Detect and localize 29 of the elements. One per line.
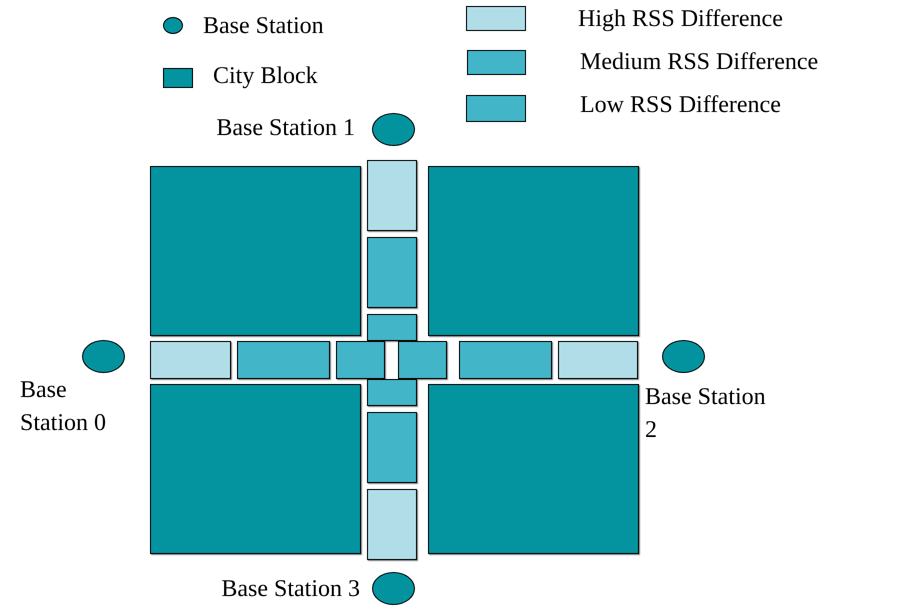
road-segment bbox=[336, 341, 385, 379]
legend-label: City Block bbox=[213, 62, 318, 90]
legend-label: Base Station bbox=[203, 12, 324, 40]
road-segment bbox=[367, 489, 417, 560]
city-block bbox=[428, 166, 639, 336]
base-station-ellipse bbox=[372, 113, 415, 146]
station-label: Base Station 2 bbox=[645, 383, 767, 445]
station-label: Base Station 3 bbox=[220, 575, 360, 604]
road-segment bbox=[459, 341, 552, 379]
road-segment bbox=[237, 341, 330, 379]
road-segment bbox=[398, 341, 447, 379]
base-station-ellipse bbox=[82, 340, 125, 373]
base-station-ellipse bbox=[662, 340, 705, 373]
base-station-ellipse bbox=[372, 572, 415, 605]
road-segment bbox=[558, 341, 638, 379]
road-segment bbox=[367, 160, 417, 231]
legend-label: Medium RSS Difference bbox=[580, 48, 818, 76]
city-block bbox=[150, 166, 361, 336]
legend-label: High RSS Difference bbox=[578, 5, 783, 33]
road-segment bbox=[367, 412, 417, 483]
city-block bbox=[150, 384, 361, 554]
station-label: Base Station 0 bbox=[20, 376, 108, 438]
station-label: Base Station 1 bbox=[215, 114, 355, 143]
road-segment bbox=[150, 341, 231, 379]
road-segment bbox=[367, 237, 417, 308]
road-segment bbox=[367, 379, 417, 406]
road-segment bbox=[367, 314, 417, 341]
city-block bbox=[428, 384, 639, 554]
legend-label: Low RSS Difference bbox=[580, 91, 781, 119]
